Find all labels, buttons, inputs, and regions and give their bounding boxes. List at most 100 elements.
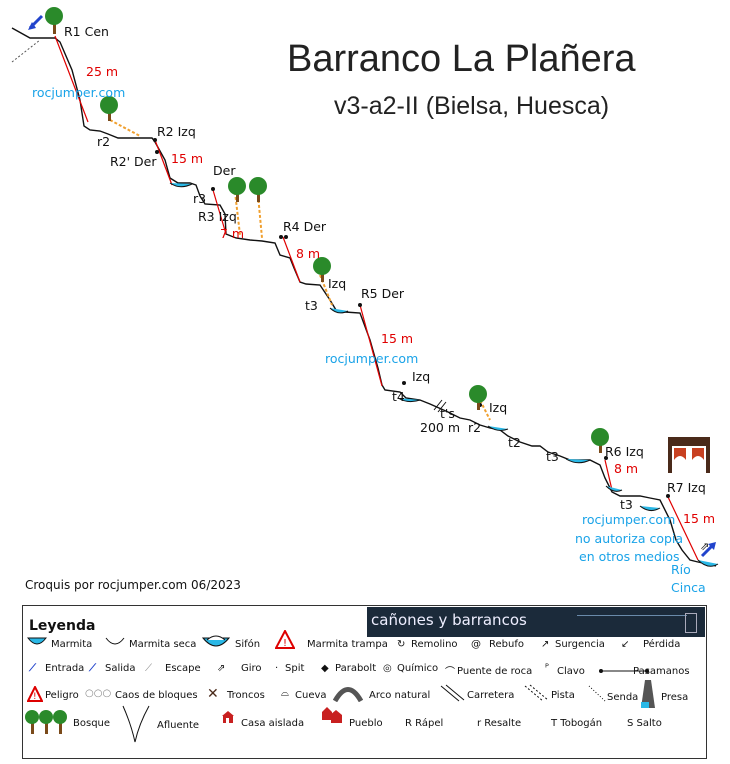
clavo-icon: ᴾ — [545, 663, 549, 674]
legend-carretera: Carretera — [467, 690, 515, 701]
rope-r7 — [667, 496, 699, 561]
legend-sifon: Sifón — [235, 639, 261, 650]
anchor-dot — [153, 138, 157, 142]
tree-icon — [469, 385, 487, 410]
anchor-dot — [211, 187, 215, 191]
credit-text: Croquis por rocjumper.com 06/2023 — [25, 578, 241, 592]
legend-quimico: Químico — [397, 663, 439, 674]
pool — [329, 307, 349, 314]
escape-path — [109, 119, 141, 137]
legend-peligro: Peligro — [45, 690, 79, 701]
legend-arco: Arco natural — [369, 690, 431, 701]
tree-icon — [591, 428, 609, 453]
escape-path — [234, 191, 241, 236]
peligro-icon: ! — [27, 686, 43, 702]
watermark: rocjumper.com — [32, 85, 126, 100]
length-r1: 25 m — [86, 64, 119, 79]
legend-casa: Casa aislada — [241, 718, 305, 729]
label-t3-c: t3 — [620, 497, 633, 512]
legend-box: Leyenda cañones y barrancos Marmita Marm… — [22, 605, 707, 759]
label-izq-3: Izq — [489, 400, 508, 415]
length-r2: 15 m — [171, 151, 204, 166]
senda-icon — [588, 685, 606, 702]
label-ts: t's — [440, 406, 455, 421]
legend-salto: S Salto — [627, 718, 662, 729]
legend-presa: Presa — [661, 692, 689, 703]
length-r4: 8 m — [296, 246, 321, 261]
legend-marmita: Marmita — [51, 639, 93, 650]
legend-senda: Senda — [607, 692, 639, 703]
pool — [639, 505, 661, 512]
rope-r2 — [154, 139, 173, 186]
label-r2-izq: R2 Izq — [157, 124, 196, 139]
rope-r4 — [282, 236, 301, 283]
legend-banner: cañones y barrancos — [367, 607, 705, 637]
label-t4: t4 — [392, 389, 405, 404]
escape-path — [257, 194, 263, 239]
exit-arrowhead — [708, 542, 716, 550]
label-der: Der — [213, 163, 236, 178]
giro-icon: ⇗ — [700, 540, 709, 553]
marmita-icon — [27, 637, 47, 645]
copy-notice-2: en otros medios — [579, 549, 680, 564]
label-t3-a: t3 — [305, 298, 318, 313]
legend-banner-text: cañones y barrancos — [371, 611, 527, 629]
legend-clavo: Clavo — [557, 666, 585, 677]
tree-icon — [228, 177, 246, 202]
label-t3-b: t3 — [546, 449, 559, 464]
marmita-trampa-icon: ! — [275, 630, 295, 649]
break-mark — [437, 401, 447, 413]
legend-spit: Spit — [285, 663, 305, 674]
escape-icon: ⟋ — [145, 663, 152, 674]
tree-icon — [249, 177, 267, 202]
banner-figure-icon — [685, 613, 697, 633]
anchor-dot — [402, 381, 406, 385]
spit-icon: · — [275, 663, 279, 674]
length-r7: 15 m — [683, 511, 716, 526]
label-r3: r3 — [193, 191, 207, 206]
anchor-dot — [604, 456, 608, 460]
legend-perdida: Pérdida — [643, 639, 681, 650]
rope-r1 — [54, 35, 89, 123]
label-r2p-der: R2' Der — [110, 154, 157, 169]
rope-r5 — [359, 304, 383, 387]
entrada-icon: ⟋ — [29, 663, 36, 674]
pool — [169, 182, 193, 188]
label-r7-izq: R7 Izq — [667, 480, 706, 495]
legend-rapel: R Rápel — [405, 718, 444, 729]
pool — [697, 559, 719, 567]
salida-icon: ⟋ — [89, 663, 96, 674]
svg-text:!: ! — [33, 692, 37, 702]
pista-icon — [524, 684, 549, 702]
label-izq-1: Izq — [328, 276, 347, 291]
diagram-subtitle: v3-a2-II (Bielsa, Huesca) — [334, 92, 610, 120]
legend-parabolt: Parabolt — [335, 663, 377, 674]
label-r2: r2 — [97, 134, 111, 149]
parabolt-icon: ◆ — [321, 663, 329, 674]
sifon-icon — [201, 635, 231, 647]
legend-bosque: Bosque — [73, 718, 111, 729]
carretera-icon — [440, 684, 465, 702]
tree-icon — [45, 7, 63, 34]
bridge-icon — [668, 437, 710, 473]
label-r1: R1 Cen — [64, 24, 109, 39]
watermark: rocjumper.com — [582, 512, 676, 527]
legend-marmita-trampa: Marmita trampa — [307, 639, 388, 650]
length-r3: 7 m — [220, 226, 245, 241]
label-r2-b: r2 — [468, 420, 482, 435]
entry-arrowhead — [28, 22, 36, 30]
giro-icon: ⇗ — [217, 663, 226, 674]
rebufo-icon: @ — [471, 639, 481, 650]
length-r5: 15 m — [381, 331, 414, 346]
quimico-icon: ◎ — [383, 663, 392, 674]
presa-icon — [641, 680, 655, 708]
label-izq-2: Izq — [412, 369, 431, 384]
legend-pista: Pista — [551, 690, 575, 701]
label-r6-izq: R6 Izq — [605, 444, 644, 459]
diagram-title: Barranco La Plañera — [287, 38, 636, 80]
legend-tobogan: T Tobogán — [551, 718, 603, 729]
legend-entrada: Entrada — [45, 663, 85, 674]
anchor-dot — [284, 235, 288, 239]
afluente-icon — [122, 705, 150, 743]
pool — [487, 425, 509, 431]
